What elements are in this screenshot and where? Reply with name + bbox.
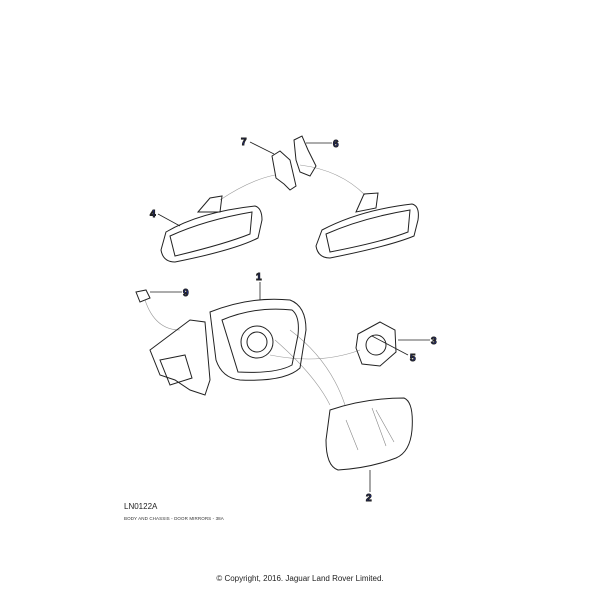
reference-code: LN0122A [124,502,158,511]
mirror-glass [325,397,413,471]
copyright-notice: © Copyright, 2016. Jaguar Land Rover Lim… [216,574,384,583]
mirror-housing [149,298,307,396]
mirror-motor [355,321,397,367]
callout-7: 7 [241,137,247,148]
callout-1: 1 [256,272,262,283]
cover-part-6 [293,135,317,177]
interior-mirror-left [160,195,263,263]
callout-4: 4 [150,209,156,220]
interior-mirror-right [315,192,419,259]
leader-lines [150,141,430,492]
diagram-subtitle: BODY AND CHASSIS - DOOR MIRRORS - 38A [124,516,224,521]
guide-lines [144,164,366,406]
cover-part-7 [271,150,297,191]
callout-6: 6 [333,139,339,150]
callout-9: 9 [183,288,189,299]
connector-part-9 [135,289,151,303]
callout-5: 5 [410,353,416,364]
callout-3: 3 [431,336,437,347]
callout-2: 2 [366,493,372,504]
